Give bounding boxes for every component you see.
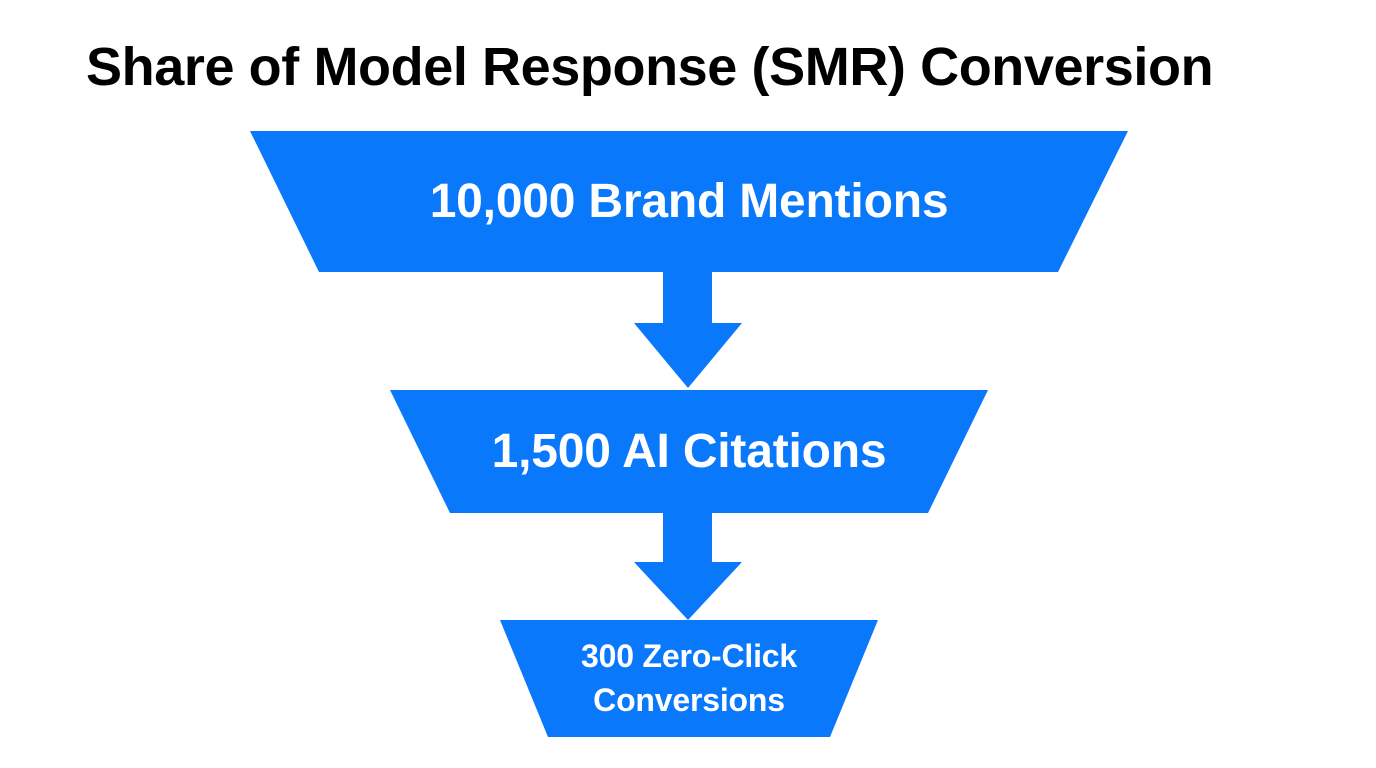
funnel-stage-ai-citations[interactable] [390, 390, 988, 513]
arrow-down-icon-1 [634, 272, 742, 388]
arrow-down-icon-2 [634, 513, 742, 620]
funnel-stage-brand-mentions[interactable] [250, 131, 1128, 272]
page-title: Share of Model Response (SMR) Conversion [86, 37, 1214, 97]
funnel-stage-zero-click-conversions[interactable] [500, 620, 878, 737]
